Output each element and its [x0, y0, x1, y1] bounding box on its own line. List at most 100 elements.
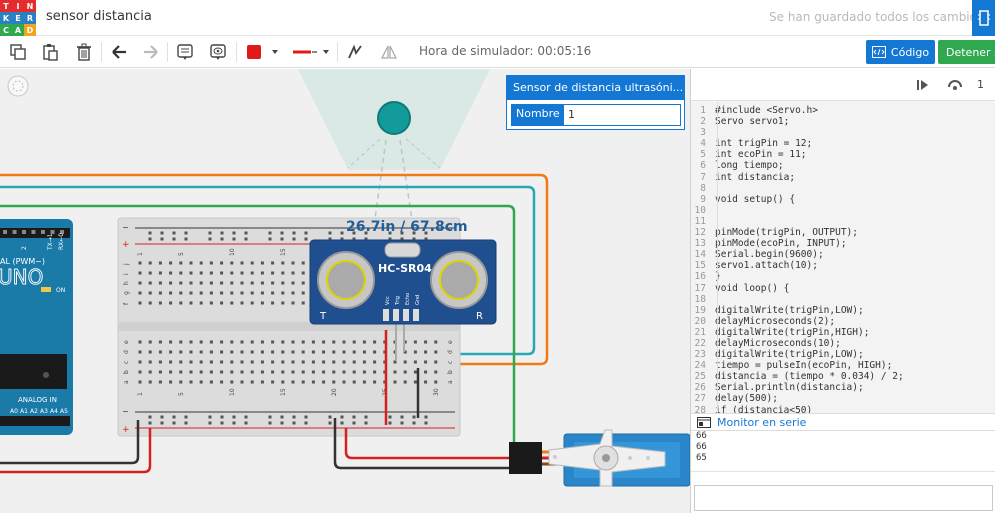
document-title[interactable]: sensor distancia — [46, 9, 152, 24]
line-style-dropdown[interactable] — [291, 40, 335, 64]
breadboard-hole[interactable] — [352, 340, 356, 344]
breadboard-hole[interactable] — [148, 231, 152, 235]
breadboard-hole[interactable] — [260, 301, 264, 305]
wire-tool-button[interactable] — [343, 40, 367, 64]
breadboard-hole[interactable] — [220, 281, 224, 285]
code-toolbar-number[interactable]: 1 — [977, 78, 984, 91]
breadboard-hole[interactable] — [230, 340, 234, 344]
breadboard-hole[interactable] — [311, 340, 315, 344]
breadboard-hole[interactable] — [209, 301, 213, 305]
breadboard-hole[interactable] — [268, 231, 272, 235]
breadboard-hole[interactable] — [291, 340, 295, 344]
breadboard-hole[interactable] — [232, 421, 236, 425]
arduino-header-pin[interactable] — [22, 230, 26, 234]
breadboard-hole[interactable] — [281, 301, 285, 305]
breadboard-hole[interactable] — [434, 350, 438, 354]
breadboard-hole[interactable] — [403, 340, 407, 344]
breadboard-hole[interactable] — [260, 261, 264, 265]
breadboard-hole[interactable] — [362, 380, 366, 384]
breadboard-hole[interactable] — [179, 360, 183, 364]
breadboard-hole[interactable] — [328, 415, 332, 419]
breadboard-hole[interactable] — [342, 370, 346, 374]
view-notes-button[interactable] — [206, 40, 230, 64]
breadboard-hole[interactable] — [232, 237, 236, 241]
breadboard-hole[interactable] — [169, 261, 173, 265]
breadboard-hole[interactable] — [244, 237, 248, 241]
breadboard-hole[interactable] — [301, 261, 305, 265]
breadboard-hole[interactable] — [148, 291, 152, 295]
breadboard-hole[interactable] — [240, 261, 244, 265]
zoom-fit-icon[interactable] — [7, 75, 29, 97]
breadboard-hole[interactable] — [268, 421, 272, 425]
breadboard-hole[interactable] — [322, 360, 326, 364]
breadboard-hole[interactable] — [412, 421, 416, 425]
breadboard-hole[interactable] — [220, 360, 224, 364]
undo-button[interactable] — [107, 40, 131, 64]
breadboard-hole[interactable] — [403, 350, 407, 354]
breadboard-hole[interactable] — [424, 360, 428, 364]
serial-monitor-header[interactable]: Monitor en serie — [691, 413, 995, 431]
breadboard-hole[interactable] — [220, 291, 224, 295]
breadboard-hole[interactable] — [158, 301, 162, 305]
breadboard-hole[interactable] — [232, 415, 236, 419]
breadboard-hole[interactable] — [189, 281, 193, 285]
breadboard-hole[interactable] — [209, 261, 213, 265]
breadboard-hole[interactable] — [332, 370, 336, 374]
wire-black[interactable] — [333, 418, 512, 470]
serial-input[interactable] — [694, 485, 993, 511]
breadboard-hole[interactable] — [209, 281, 213, 285]
breadboard-hole[interactable] — [250, 360, 254, 364]
breadboard-hole[interactable] — [291, 350, 295, 354]
breadboard-hole[interactable] — [364, 237, 368, 241]
breadboard-hole[interactable] — [412, 415, 416, 419]
breadboard-hole[interactable] — [304, 415, 308, 419]
breadboard-hole[interactable] — [158, 340, 162, 344]
breadboard-hole[interactable] — [271, 350, 275, 354]
breadboard-hole[interactable] — [388, 231, 392, 235]
breadboard-hole[interactable] — [291, 271, 295, 275]
delete-button[interactable] — [72, 40, 96, 64]
breadboard-hole[interactable] — [138, 370, 142, 374]
breadboard-hole[interactable] — [342, 360, 346, 364]
breadboard-hole[interactable] — [304, 237, 308, 241]
breadboard-hole[interactable] — [413, 370, 417, 374]
breadboard-hole[interactable] — [158, 281, 162, 285]
breadboard-hole[interactable] — [208, 237, 212, 241]
breadboard-hole[interactable] — [280, 237, 284, 241]
breadboard-hole[interactable] — [240, 380, 244, 384]
breadboard-hole[interactable] — [388, 421, 392, 425]
breadboard-hole[interactable] — [179, 301, 183, 305]
breadboard-hole[interactable] — [232, 231, 236, 235]
breadboard-hole[interactable] — [169, 271, 173, 275]
breadboard-hole[interactable] — [340, 237, 344, 241]
wire-orange[interactable] — [0, 173, 549, 366]
breadboard-hole[interactable] — [220, 261, 224, 265]
breadboard-hole[interactable] — [364, 421, 368, 425]
breadboard-hole[interactable] — [281, 340, 285, 344]
breadboard-hole[interactable] — [260, 370, 264, 374]
breadboard-hole[interactable] — [301, 360, 305, 364]
breadboard-hole[interactable] — [352, 380, 356, 384]
breadboard-hole[interactable] — [148, 350, 152, 354]
breadboard-hole[interactable] — [189, 291, 193, 295]
fill-color-dropdown[interactable] — [243, 40, 281, 64]
breadboard-hole[interactable] — [250, 281, 254, 285]
breadboard-hole[interactable] — [220, 380, 224, 384]
breadboard-hole[interactable] — [230, 291, 234, 295]
breadboard-hole[interactable] — [158, 271, 162, 275]
breadboard-hole[interactable] — [138, 340, 142, 344]
component-panel-button[interactable] — [972, 0, 995, 36]
breadboard-hole[interactable] — [199, 291, 203, 295]
breadboard-hole[interactable] — [240, 271, 244, 275]
breadboard-hole[interactable] — [209, 340, 213, 344]
breadboard-hole[interactable] — [209, 291, 213, 295]
breadboard-hole[interactable] — [301, 281, 305, 285]
breadboard-hole[interactable] — [260, 281, 264, 285]
breadboard-hole[interactable] — [230, 261, 234, 265]
target-object[interactable] — [377, 101, 411, 135]
breadboard-hole[interactable] — [169, 301, 173, 305]
arduino-header-pin[interactable] — [3, 230, 7, 234]
breadboard-hole[interactable] — [158, 291, 162, 295]
breadboard-hole[interactable] — [244, 231, 248, 235]
breadboard-hole[interactable] — [172, 231, 176, 235]
